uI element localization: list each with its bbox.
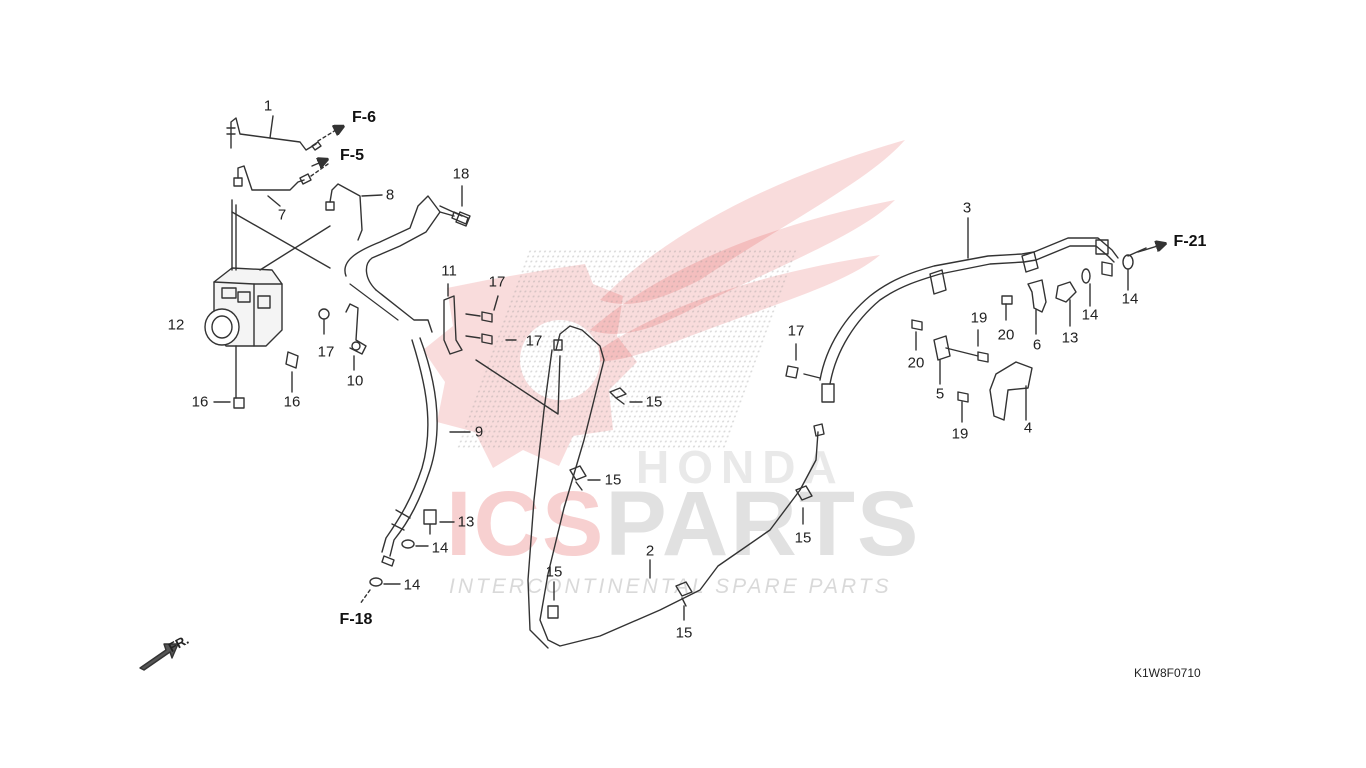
watermark-honda-text: HONDA (636, 441, 845, 493)
part-label-6[interactable]: 6 (1032, 336, 1042, 354)
part-label-15-e[interactable]: 15 (675, 624, 693, 642)
part-label-13-right[interactable]: 13 (1061, 329, 1079, 347)
watermark-brand-gray: PARTS (605, 473, 921, 575)
part-label-15-d[interactable]: 15 (545, 563, 563, 581)
part-label-16-a[interactable]: 16 (191, 393, 209, 411)
part-label-13-left[interactable]: 13 (457, 513, 475, 531)
ref-f21[interactable]: F-21 (1173, 233, 1207, 250)
part-label-18[interactable]: 18 (452, 165, 470, 183)
watermark-brand-red: ICS (446, 473, 606, 575)
part-label-14-d[interactable]: 14 (1121, 290, 1139, 308)
part-label-9[interactable]: 9 (474, 423, 484, 441)
part-label-7[interactable]: 7 (277, 206, 287, 224)
part-label-20-a[interactable]: 20 (997, 326, 1015, 344)
part-label-17-d[interactable]: 17 (787, 322, 805, 340)
part-label-19-b[interactable]: 19 (951, 425, 969, 443)
part-label-14-a[interactable]: 14 (431, 539, 449, 557)
part-label-4[interactable]: 4 (1023, 419, 1033, 437)
part-label-15-c[interactable]: 15 (794, 529, 812, 547)
part-label-19-a[interactable]: 19 (970, 309, 988, 327)
part-label-1[interactable]: 1 (263, 97, 273, 115)
part-label-3[interactable]: 3 (962, 199, 972, 217)
figure-code: K1W8F0710 (1134, 666, 1201, 680)
part-label-15-b[interactable]: 15 (604, 471, 622, 489)
part-label-5[interactable]: 5 (935, 385, 945, 403)
pipe-1 (230, 117, 317, 151)
part-label-17-b[interactable]: 17 (488, 273, 506, 291)
part-label-10[interactable]: 10 (346, 372, 364, 390)
part-label-17-a[interactable]: 17 (317, 343, 335, 361)
part-label-14-b[interactable]: 14 (403, 576, 421, 594)
part-label-2[interactable]: 2 (645, 542, 655, 560)
part-label-16-b[interactable]: 16 (283, 393, 301, 411)
ref-f6[interactable]: F-6 (352, 109, 376, 126)
part-label-17-c[interactable]: 17 (525, 332, 543, 350)
watermark-title: ICSPARTS (446, 478, 920, 570)
part-label-14-c[interactable]: 14 (1081, 306, 1099, 324)
part-label-11[interactable]: 11 (441, 262, 457, 280)
abs-modulator (204, 199, 283, 347)
watermark-tagline: INTERCONTINENTAL SPARE PARTS (449, 575, 892, 598)
part-label-8[interactable]: 8 (385, 186, 395, 204)
ref-f18[interactable]: F-18 (339, 611, 373, 628)
part-label-12[interactable]: 12 (167, 316, 185, 334)
ref-f5[interactable]: F-5 (340, 147, 364, 164)
part-label-15-a[interactable]: 15 (645, 393, 663, 411)
part-label-20-b[interactable]: 20 (907, 354, 925, 372)
